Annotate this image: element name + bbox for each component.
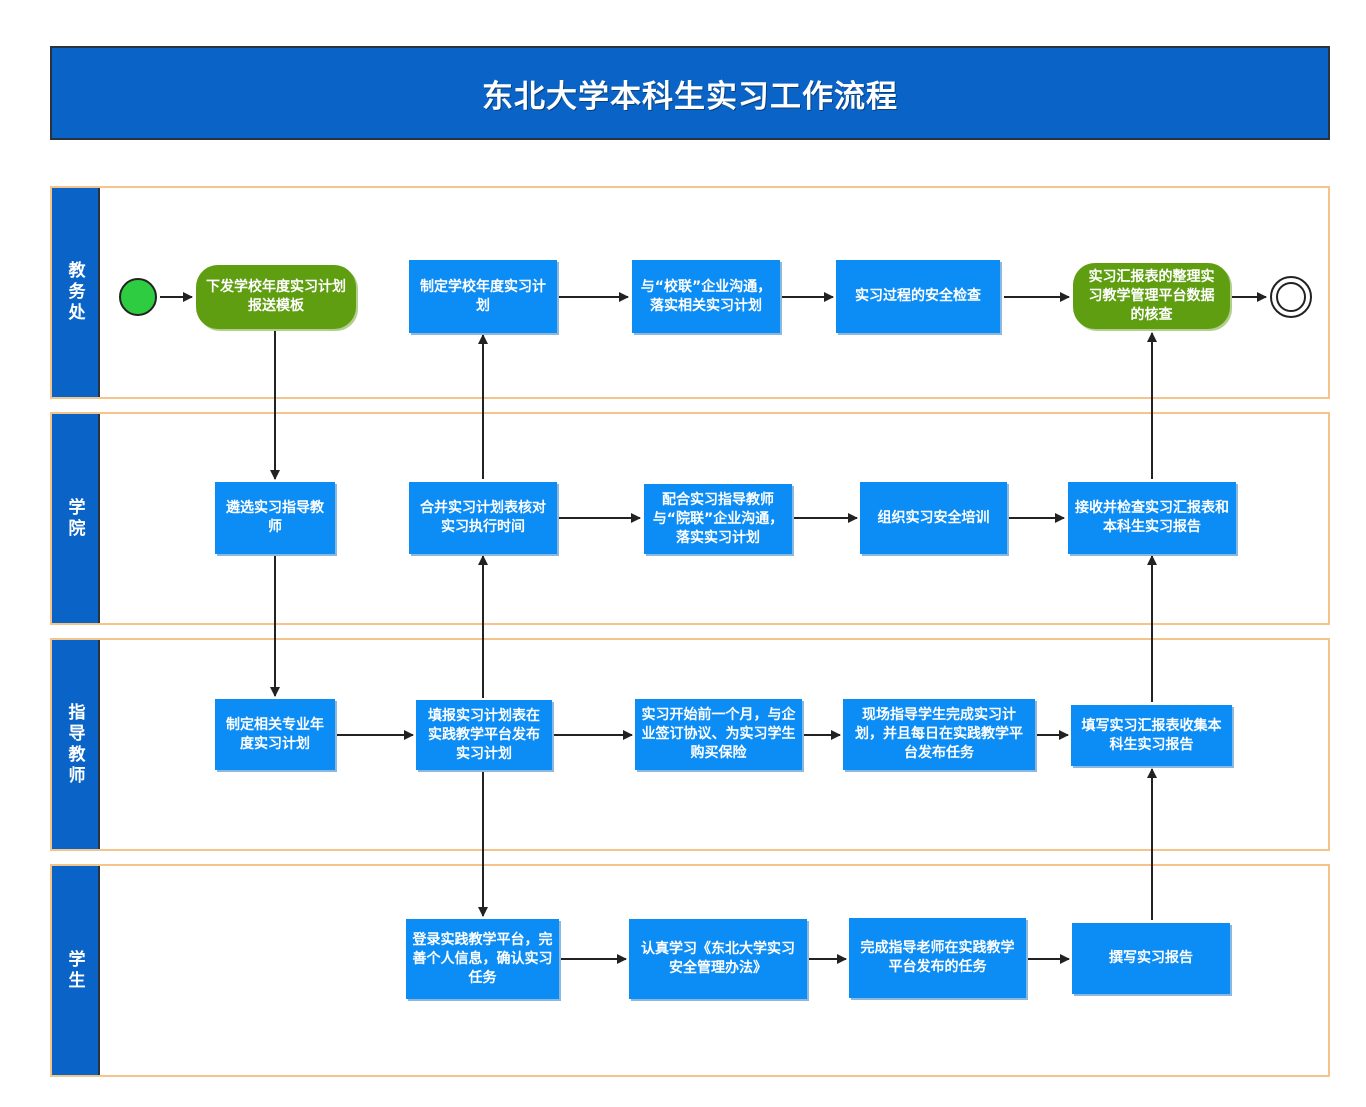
lane-xuesheng: 学生 [50,864,1330,1077]
page-title-banner: 东北大学本科生实习工作流程 [50,46,1330,140]
node-js-fill-plan: 填报实习计划表在实践教学平台发布实习计划 [416,700,552,770]
node-js-make-plan: 制定相关专业年度实习计划 [215,699,335,770]
node-js-onsite-guide: 现场指导学生完成实习计划，并且每日在实践教学平台发布任务 [843,699,1035,770]
end-node-inner [1276,282,1306,312]
node-jwc-communicate: 与“校联”企业沟通，落实相关实习计划 [632,260,780,333]
node-xs-write-report: 撰写实习报告 [1072,923,1230,994]
node-xy-merge-plans: 合并实习计划表核对实习执行时间 [409,482,557,554]
start-node [119,278,157,316]
node-xy-check-reports: 接收并检查实习汇报表和本科生实习报告 [1068,482,1236,554]
node-xs-study-rules: 认真学习《东北大学实习安全管理办法》 [629,919,807,999]
node-js-fill-report: 填写实习汇报表收集本科生实习报告 [1071,705,1232,766]
lane-jiaowuchu: 教务处 [50,186,1330,399]
page-title: 东北大学本科生实习工作流程 [482,78,898,115]
node-xs-complete-tasks: 完成指导老师在实践教学平台发布的任务 [849,918,1026,998]
node-xs-login-platform: 登录实践教学平台，完善个人信息，确认实习任务 [406,919,559,999]
node-xy-coordinate: 配合实习指导教师与“院联”企业沟通，落实实习计划 [644,484,792,554]
lane-xueyuan: 学院 [50,412,1330,625]
lane-label-zhidao-jiaoshi: 指导教师 [52,640,100,849]
node-jwc-safety-check: 实习过程的安全检查 [836,260,1000,333]
node-xy-select-teachers: 遴选实习指导教师 [215,482,335,554]
node-xy-safety-training: 组织实习安全培训 [860,482,1007,554]
lane-label-xuesheng: 学生 [52,866,100,1075]
node-jwc-audit: 实习汇报表的整理实习教学管理平台数据的核查 [1073,263,1230,329]
lane-zhidao-jiaoshi: 指导教师 [50,638,1330,851]
node-js-pre-month: 实习开始前一个月，与企业签订协议、为实习学生购买保险 [635,699,802,770]
node-jwc-issue-template: 下发学校年度实习计划报送模板 [196,265,356,329]
lane-label-xueyuan: 学院 [52,414,100,623]
node-jwc-make-plan: 制定学校年度实习计划 [409,260,557,333]
lane-label-jiaowuchu: 教务处 [52,188,100,397]
